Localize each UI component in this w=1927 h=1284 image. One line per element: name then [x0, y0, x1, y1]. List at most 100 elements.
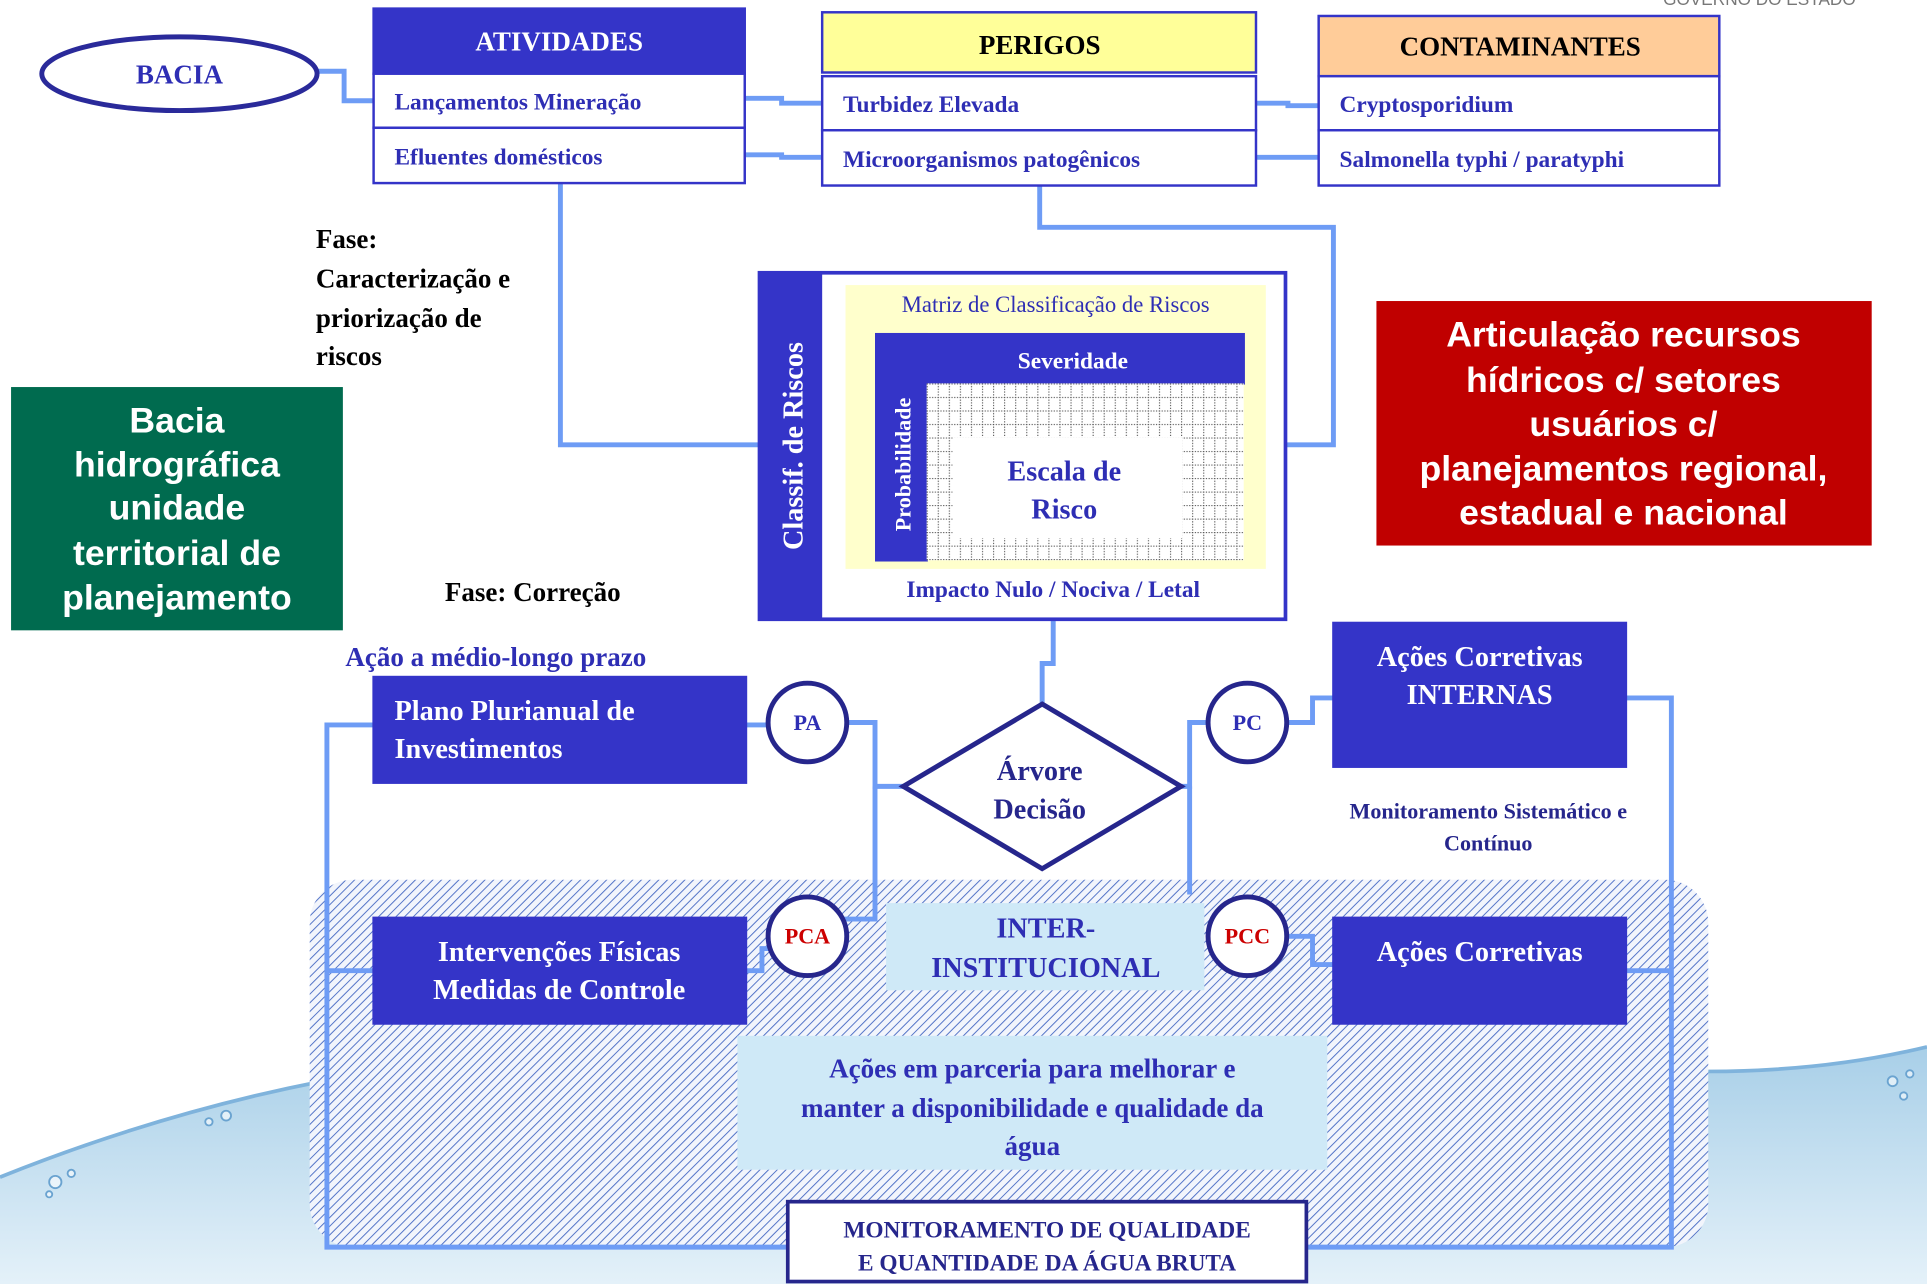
connector-effluents-microorganisms: [744, 152, 823, 160]
control-point-label: PCA: [785, 924, 830, 949]
activities-row-label: Efluentes domésticos: [394, 145, 602, 171]
connector-basin-activities: [317, 68, 374, 104]
box-line: Investimentos: [394, 734, 562, 765]
activities-row: [372, 126, 746, 185]
contaminants-row-label: Salmonella typhi / paratyphi: [1340, 147, 1625, 173]
note-line: Bacia: [129, 401, 225, 441]
hazards-header: [820, 11, 1258, 74]
severity-label: Severidade: [1018, 349, 1128, 375]
investment-plan-box: Plano Plurianual de Investimentos: [372, 675, 748, 784]
control-point-pca: PCA: [765, 894, 850, 979]
articulation-note: Articulação recursos hídricos c/ setores…: [1376, 301, 1872, 546]
hazards-title: PERIGOS: [979, 30, 1101, 60]
bubble: [66, 1168, 76, 1179]
risk-matrix-title: Matriz de Classificação de Riscos: [902, 292, 1210, 317]
note-line: unidade: [109, 488, 246, 528]
hazards-row: [820, 129, 1258, 187]
box-line: E QUANTIDADE DA ÁGUA BRUTA: [858, 1250, 1236, 1276]
box-line: MONITORAMENTO DE QUALIDADE: [843, 1217, 1250, 1243]
phase-line: riscos: [316, 341, 382, 371]
impact-label: Impacto Nulo / Nociva / Letal: [906, 577, 1200, 603]
bubble: [1899, 1091, 1909, 1101]
connector-mining-turbidity: [744, 95, 823, 106]
box-line: Plano Plurianual de: [394, 696, 634, 727]
phase-line: Caracterização e: [316, 264, 510, 294]
control-point-pc: PC: [1205, 680, 1290, 765]
activities-table: ATIVIDADES Lançamentos Mineração Efluent…: [372, 7, 746, 185]
control-point-label: PCC: [1225, 924, 1270, 949]
contaminants-row: [1317, 129, 1721, 187]
risk-scale-line: Risco: [1031, 495, 1097, 526]
box-line: Medidas de Controle: [433, 975, 685, 1006]
contaminants-table: CONTAMINANTES Cryptosporidium Salmonella…: [1317, 14, 1721, 187]
classification-side-label: Classif. de Riscos: [779, 342, 810, 550]
systematic-monitoring-line: Contínuo: [1444, 830, 1532, 855]
note-line: planejamentos regional,: [1420, 448, 1828, 488]
bubble: [1886, 1075, 1899, 1088]
box-line: INSTITUCIONAL: [931, 953, 1160, 984]
box-line: Intervenções Físicas: [438, 937, 680, 968]
correction-phase-label: Fase: Correção: [445, 577, 621, 607]
control-point-label: PA: [793, 710, 821, 735]
connector-effluents-classification: [557, 183, 762, 448]
hazards-row-label: Turbidez Elevada: [843, 92, 1019, 118]
note-line: planejamento: [62, 577, 292, 617]
bubble: [48, 1174, 63, 1190]
long-term-action-label: Ação a médio-longo prazo: [345, 642, 646, 672]
contaminants-row-label: Cryptosporidium: [1340, 92, 1514, 118]
connector-classification-decision: [1039, 619, 1056, 705]
basin-node: BACIA: [39, 34, 320, 114]
internal-actions-box: Ações Corretivas INTERNAS: [1332, 621, 1628, 768]
risk-scale-area: [952, 437, 1183, 539]
box-line: água: [1005, 1131, 1061, 1161]
note-line: usuários c/: [1529, 404, 1717, 444]
note-line: territorial de: [73, 533, 281, 573]
note-line: hidrográfica: [74, 445, 281, 485]
box-line: manter a disponibilidade e qualidade da: [801, 1093, 1264, 1123]
box-line: INTERNAS: [1407, 680, 1553, 711]
phase-line: priorização de: [316, 303, 482, 333]
connector-pa-decision: [846, 720, 904, 789]
decision-line: Árvore: [997, 756, 1083, 787]
box-line: Ações Corretivas: [1377, 937, 1583, 968]
basin-label: BACIA: [136, 60, 224, 90]
classification-side-bar: [758, 271, 823, 621]
note-line: hídricos c/ setores: [1466, 360, 1781, 400]
hazards-row-label: Microorganismos patogênicos: [843, 147, 1140, 173]
box-line: Ações em parceria para melhorar e: [829, 1054, 1235, 1084]
corrective-actions-box: Ações Corretivas: [1332, 916, 1628, 1025]
hazards-table: PERIGOS Turbidez Elevada Microorganismos…: [820, 11, 1258, 187]
connector-microorganisms-classification: [1037, 185, 1336, 448]
box-line: Ações Corretivas: [1377, 642, 1583, 673]
partnership-box: Ações em parceria para melhorar e manter…: [737, 1035, 1328, 1170]
activities-row: [372, 72, 746, 130]
characterization-phase-label: Fase: Caracterização e priorização de ri…: [316, 224, 510, 371]
severity-bar: [875, 332, 1245, 385]
connector-left-rail: [324, 722, 788, 1250]
bubble: [220, 1109, 232, 1122]
government-label: GOVERNO DO ESTADO: [1663, 0, 1856, 9]
decision-line: Decisão: [993, 794, 1086, 825]
connector-turbidity-cryptosporidium: [1255, 100, 1319, 109]
risk-scale-line: Escala de: [1007, 456, 1121, 487]
systematic-monitoring-line: Monitoramento Sistemático e: [1349, 798, 1627, 823]
raw-water-monitoring-box: MONITORAMENTO DE QUALIDADE E QUANTIDADE …: [785, 1199, 1309, 1284]
phase-line: Fase:: [316, 224, 378, 254]
box-line: INTER-: [996, 914, 1095, 945]
physical-interventions-box: Intervenções Físicas Medidas de Controle: [372, 916, 748, 1025]
connectors: [317, 68, 1674, 1250]
connector-decision-pca: [840, 786, 878, 922]
basin-planning-note: Bacia hidrográfica unidade territorial d…: [11, 387, 343, 631]
activities-row-label: Lançamentos Mineração: [394, 89, 641, 115]
connector-interventions-pca: [745, 946, 771, 974]
bubble: [1905, 1069, 1915, 1079]
control-point-pa: PA: [765, 680, 850, 765]
probability-bar: [875, 332, 928, 562]
bubble: [204, 1117, 214, 1127]
bubble: [45, 1190, 54, 1199]
contaminants-header: [1317, 14, 1721, 78]
activities-title: ATIVIDADES: [475, 26, 643, 56]
probability-label: Probabilidade: [891, 398, 916, 532]
contaminants-row: [1317, 74, 1721, 132]
